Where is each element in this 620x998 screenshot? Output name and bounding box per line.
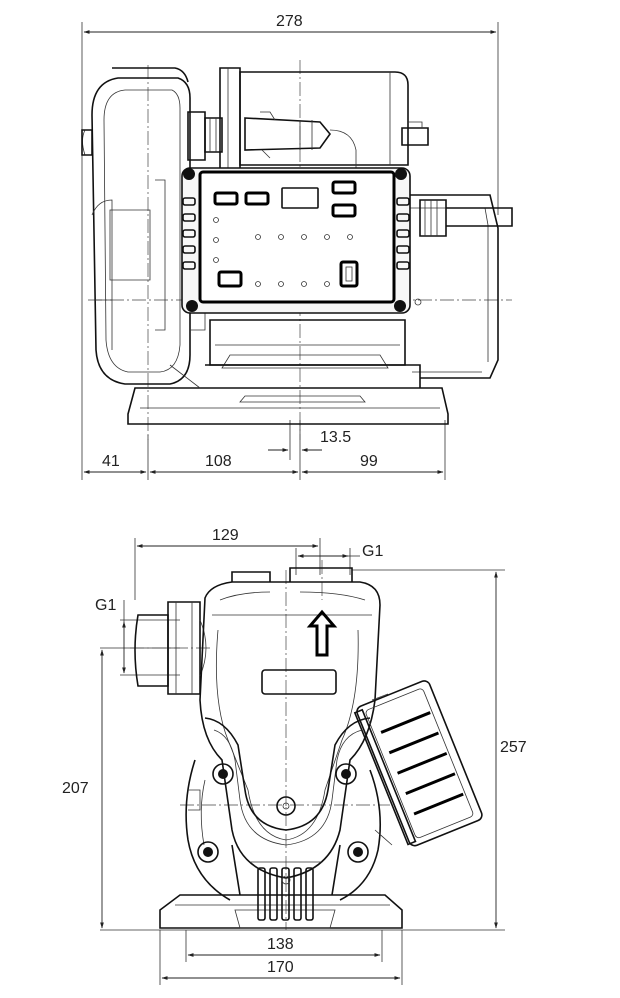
control-panel (181, 167, 411, 314)
dim-inlet-thread: G1 (95, 597, 116, 614)
dim-inlet-height: 207 (62, 780, 89, 797)
dim-foot-inner: 138 (267, 936, 294, 953)
dim-foot-outer: 170 (267, 959, 294, 976)
dim-center-offset: 13.5 (320, 429, 351, 446)
dim-left-offset: 41 (102, 453, 120, 470)
side-view: 278 41 108 99 13.5 (81, 13, 513, 480)
dim-base-to-center: 108 (205, 453, 232, 470)
dim-center-to-right: 99 (360, 453, 378, 470)
control-box (353, 680, 483, 847)
dim-overall-width: 278 (276, 13, 303, 30)
dim-outlet-offset: 129 (212, 527, 239, 544)
dim-overall-height: 257 (500, 739, 527, 756)
dim-outlet-thread: G1 (362, 543, 383, 560)
front-view: 129 G1 G1 207 257 138 170 (62, 527, 527, 985)
mounting-bolts (197, 763, 369, 863)
